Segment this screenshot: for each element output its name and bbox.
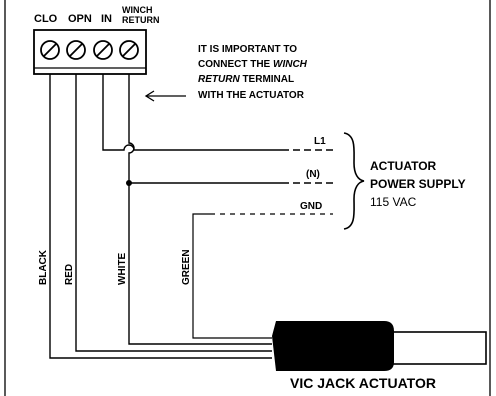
power-supply-voltage: 115 VAC — [370, 195, 417, 209]
note-line-4: WITH THE ACTUATOR — [198, 90, 305, 101]
power-supply-title-2: POWER SUPPLY — [370, 177, 466, 191]
terminal-label-clo: CLO — [34, 13, 58, 25]
terminal-label-return: RETURN — [122, 15, 160, 25]
red-wire — [75, 74, 272, 352]
black-wire — [49, 74, 272, 359]
white-wire-label: WHITE — [117, 252, 128, 285]
terminal-label-in: IN — [101, 13, 112, 25]
neutral-wire — [126, 180, 333, 186]
red-wire-label: RED — [64, 264, 75, 285]
l1-label: L1 — [314, 136, 326, 147]
actuator-body — [272, 321, 394, 371]
note-line-2: CONNECT THE WINCH — [198, 59, 308, 70]
terminal-label-winch: WINCH — [122, 5, 153, 15]
black-wire-label: BLACK — [38, 249, 49, 285]
note-arrow-icon — [144, 90, 186, 102]
terminal-label-opn: OPN — [68, 13, 92, 25]
actuator-icon — [272, 321, 487, 371]
actuator-label: VIC JACK ACTUATOR — [290, 375, 436, 391]
terminal-block — [33, 29, 147, 75]
note-line-3: RETURN TERMINAL — [198, 74, 294, 85]
l1-wire — [102, 74, 333, 151]
white-wire — [128, 74, 272, 345]
green-wire-label: GREEN — [181, 249, 192, 285]
gnd-label: GND — [300, 201, 322, 212]
neutral-label: (N) — [306, 169, 320, 180]
terminal-screw-opn — [66, 40, 86, 60]
power-supply-title-1: ACTUATOR — [370, 159, 437, 173]
terminal-screw-winch-return — [119, 40, 139, 60]
green-wire — [192, 213, 333, 339]
note-line-1: IT IS IMPORTANT TO — [198, 44, 297, 55]
actuator-shaft — [389, 331, 487, 365]
terminal-screw-clo — [40, 40, 60, 60]
power-supply-brace — [343, 132, 365, 230]
terminal-screw-in — [93, 40, 113, 60]
